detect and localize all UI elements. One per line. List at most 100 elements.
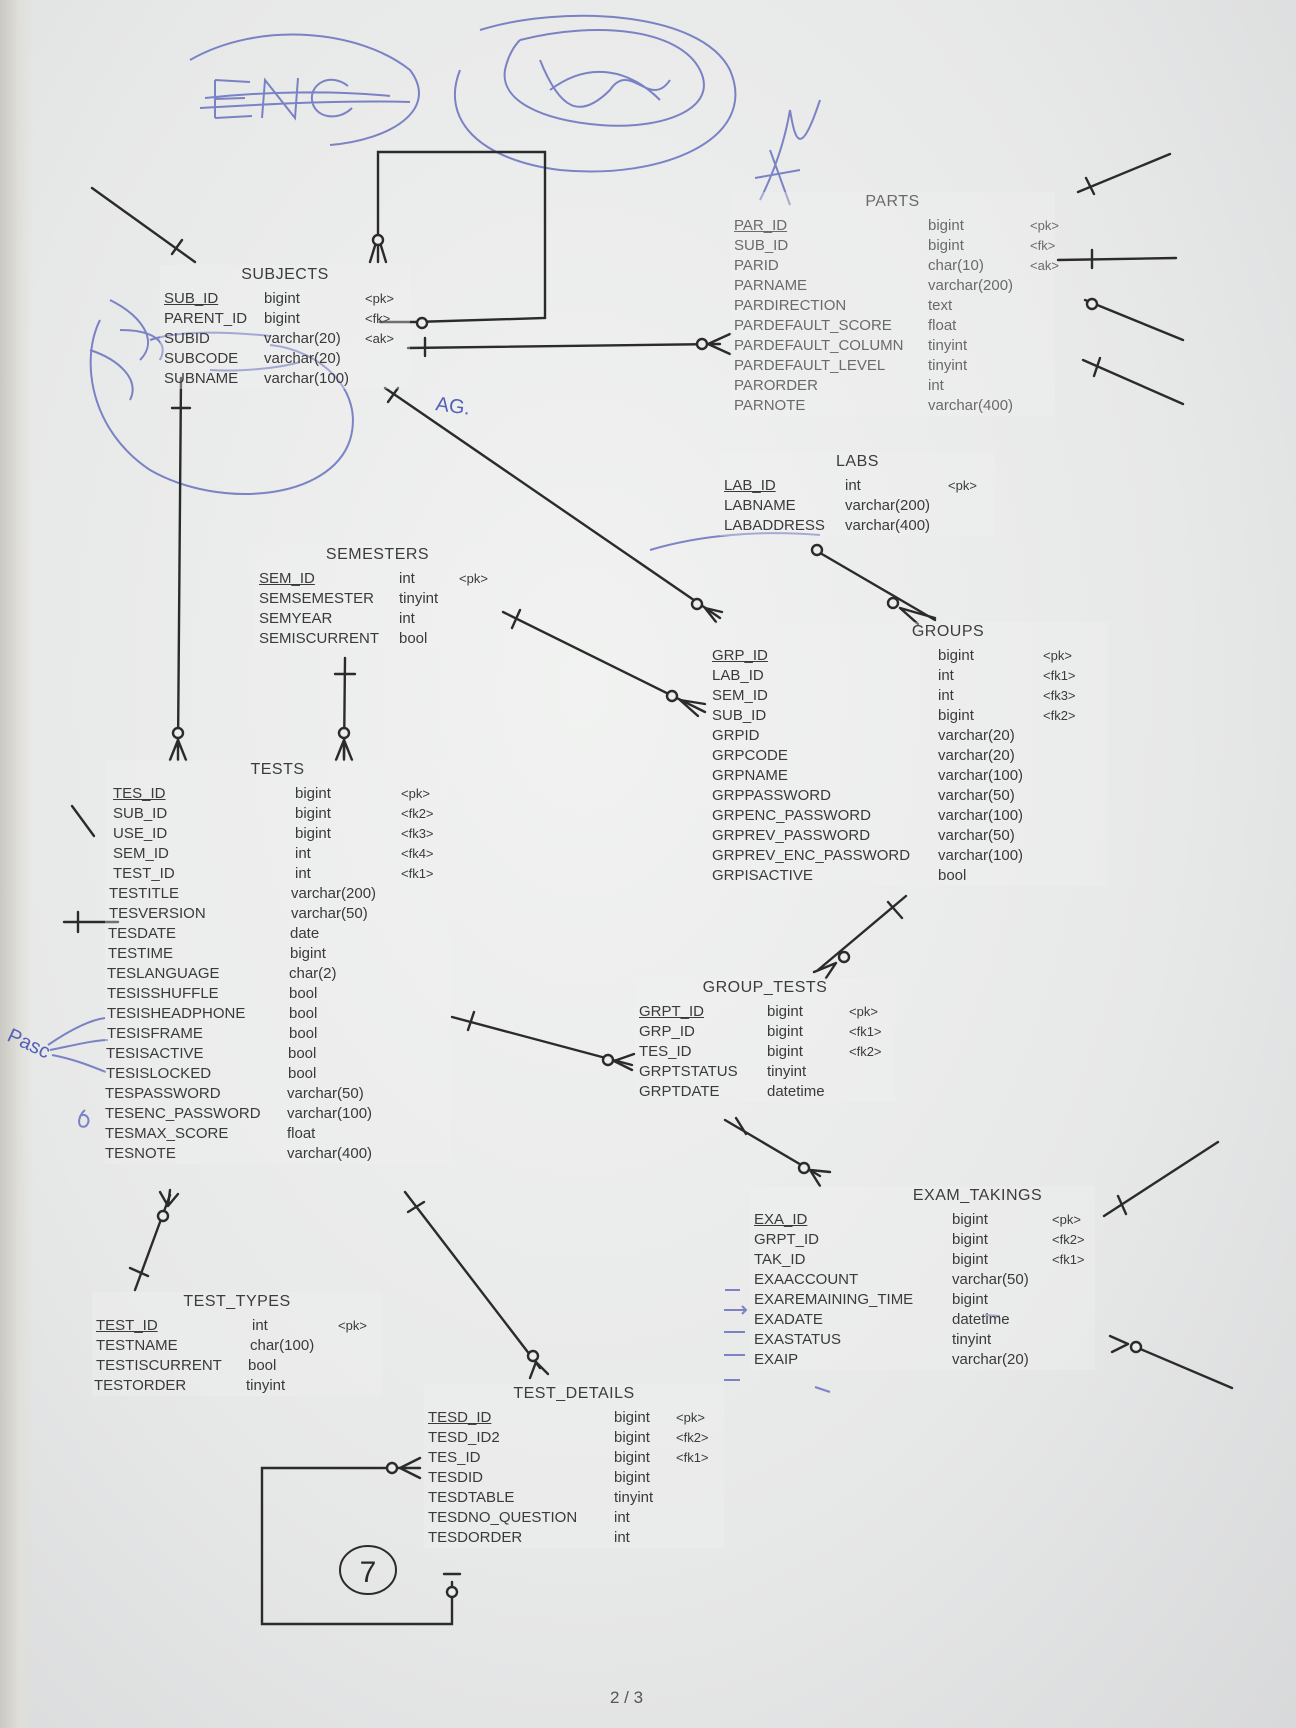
scribble-tes-curl xyxy=(78,1109,90,1128)
relationship-tick xyxy=(886,900,904,920)
scribble-exa-arrows xyxy=(724,1289,1001,1393)
relationship-optional-circle xyxy=(797,1161,811,1175)
stray-line xyxy=(1056,256,1178,262)
relationship-optional-circle xyxy=(665,689,679,703)
circled-number-marker: 7 xyxy=(339,1545,397,1595)
scribble-cloud-top xyxy=(503,29,705,127)
scribble-sub-strike xyxy=(149,331,301,372)
relationship-optional-circle xyxy=(337,726,351,740)
relationship-lines xyxy=(62,150,1234,1626)
relationship-subjects-groups xyxy=(383,386,722,620)
stray-line xyxy=(90,186,197,264)
scribble-subjects-loop xyxy=(89,319,354,495)
entity-title: GROUP_TESTS xyxy=(702,979,828,996)
entity-title: LABS xyxy=(836,453,879,470)
stray-tick xyxy=(1092,356,1102,378)
relationship-crowsfoot xyxy=(612,1052,636,1072)
relationship-tick xyxy=(466,1010,476,1032)
relationship-tests-group-tests xyxy=(450,1015,634,1067)
relationship-tick xyxy=(406,1200,426,1214)
relationship-optional-circle xyxy=(837,950,851,964)
relationship-crowsfoot xyxy=(398,1456,422,1480)
entity-title: TEST_DETAILS xyxy=(513,1385,635,1402)
handwritten-note-pasc: Pasc xyxy=(4,1025,54,1064)
stray-line xyxy=(1102,1140,1220,1218)
stray-line xyxy=(70,804,96,838)
relationship-tick xyxy=(386,386,400,404)
relationship-subjects-parts xyxy=(406,342,722,350)
relationship-optional-circle xyxy=(810,543,824,557)
stray-line xyxy=(1136,1346,1234,1390)
relationship-groups-group-tests xyxy=(816,894,908,972)
entity-title: SEMESTERS xyxy=(325,546,430,563)
scribble-big-oval xyxy=(454,14,737,173)
scribble-subjects-left xyxy=(89,299,164,401)
relationship-crowsfoot xyxy=(703,606,724,624)
relationship-optional-circle xyxy=(695,337,709,351)
scribble-enc xyxy=(199,77,411,121)
relationship-crowsfoot xyxy=(678,698,707,718)
relationship-crowsfoot xyxy=(808,1168,832,1188)
pen-scribbles xyxy=(47,14,1001,1393)
circled-number: 7 xyxy=(360,1556,377,1589)
stray-circle xyxy=(1129,1340,1143,1354)
relationship-optional-circle xyxy=(385,1461,399,1475)
relationship-crowsfoot xyxy=(158,1188,180,1208)
relationship-optional-circle xyxy=(371,233,385,247)
relationship-test-details-self xyxy=(260,1466,454,1626)
relationship-optional-circle xyxy=(886,596,900,610)
relationship-tick xyxy=(128,1266,150,1278)
stray-line xyxy=(1081,358,1185,406)
entity-title: TEST_TYPES xyxy=(183,1293,291,1310)
page-number: 2 / 3 xyxy=(610,1688,644,1707)
